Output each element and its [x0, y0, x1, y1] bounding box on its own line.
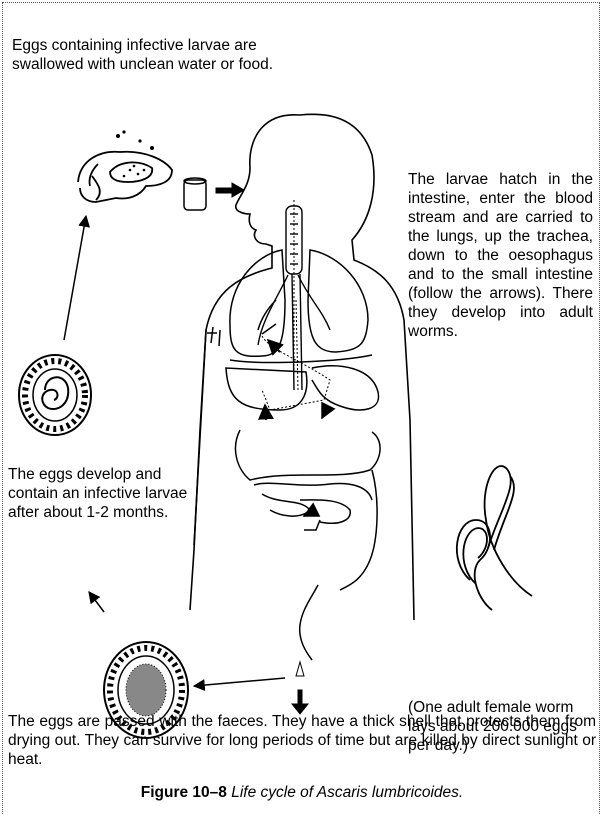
figure-title: Life cycle of Ascaris lumbricoides.	[231, 784, 463, 801]
infective-egg	[19, 355, 91, 435]
figure-label: Figure 10–8	[141, 784, 227, 801]
faeces-exit-arrow	[292, 662, 308, 714]
lungs	[230, 250, 368, 356]
eggs-swallowed-text: Eggs containing infective larvae are swa…	[12, 36, 302, 74]
hand-with-food	[78, 152, 172, 202]
abdominal-organs	[226, 355, 380, 660]
swallow-arrow	[216, 183, 244, 197]
adult-worm	[457, 466, 532, 610]
figure-caption: Figure 10–8 Life cycle of Ascaris lumbri…	[0, 784, 604, 802]
arm-hatch-marks	[207, 327, 220, 346]
cycle-arrows	[64, 216, 285, 686]
food-particles	[116, 130, 154, 177]
water-glass	[184, 178, 206, 210]
eggs-passed-text: The eggs are passed with the faeces. The…	[8, 712, 596, 769]
larvae-hatch-text: The larvae hatch in the intestine, enter…	[408, 170, 593, 341]
eggs-develop-text: The eggs develop and contain an infectiv…	[8, 465, 198, 522]
